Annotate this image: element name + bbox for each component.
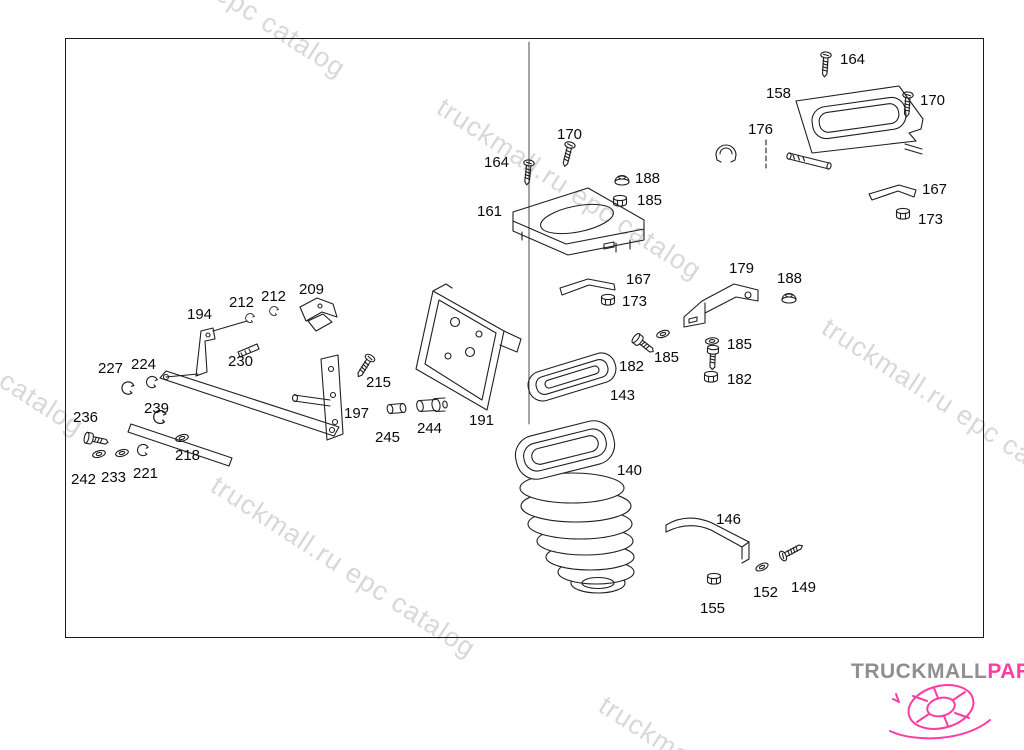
part-number-label: 245 [375, 429, 401, 446]
diagram-frame [65, 38, 984, 638]
part-number-label: 194 [187, 306, 213, 323]
part-number-label: 167 [626, 271, 652, 288]
part-number-label: 182 [727, 371, 753, 388]
part-number-label: 218 [175, 447, 201, 464]
part-number-label: 185 [654, 349, 680, 366]
part-number-label: 164 [840, 51, 866, 68]
part-number-label: 233 [101, 469, 127, 486]
part-number-label: 227 [98, 360, 124, 377]
part-number-label: 221 [133, 465, 159, 482]
part-number-label: 167 [922, 181, 948, 198]
part-number-label: 236 [73, 409, 99, 426]
part-number-label: 170 [920, 92, 946, 109]
part-number-label: 209 [299, 281, 325, 298]
part-number-label: 152 [753, 584, 779, 601]
part-number-label: 176 [748, 121, 774, 138]
part-number-label: 242 [71, 471, 97, 488]
part-number-label: 182 [619, 358, 645, 375]
part-number-label: 140 [617, 462, 643, 479]
logo-suffix: PARTS [987, 660, 1024, 683]
part-number-label: 173 [622, 293, 648, 310]
logo: TRUCKMALLPARTS [851, 660, 1024, 684]
part-number-label: 188 [635, 170, 661, 187]
part-number-label: 230 [228, 353, 254, 370]
part-number-label: 185 [727, 336, 753, 353]
part-number-label: 244 [417, 420, 443, 437]
part-number-label: 215 [366, 374, 392, 391]
part-number-label: 143 [610, 387, 636, 404]
part-number-label: 188 [777, 270, 803, 287]
part-number-label: 158 [766, 85, 792, 102]
part-number-label: 239 [144, 400, 170, 417]
part-number-label: 212 [229, 294, 255, 311]
part-number-label: 191 [469, 412, 495, 429]
part-number-label: 185 [637, 192, 663, 209]
part-number-label: 170 [557, 126, 583, 143]
part-number-label: 161 [477, 203, 503, 220]
part-number-label: 146 [716, 511, 742, 528]
logo-name: TRUCKMALL [851, 660, 988, 683]
part-number-label: 197 [344, 405, 370, 422]
part-number-label: 164 [484, 154, 510, 171]
part-number-label: 212 [261, 288, 287, 305]
part-number-label: 173 [918, 211, 944, 228]
part-number-label: 149 [791, 579, 817, 596]
part-number-label: 224 [131, 356, 157, 373]
part-number-label: 155 [700, 600, 726, 617]
part-number-label: 179 [729, 260, 755, 277]
